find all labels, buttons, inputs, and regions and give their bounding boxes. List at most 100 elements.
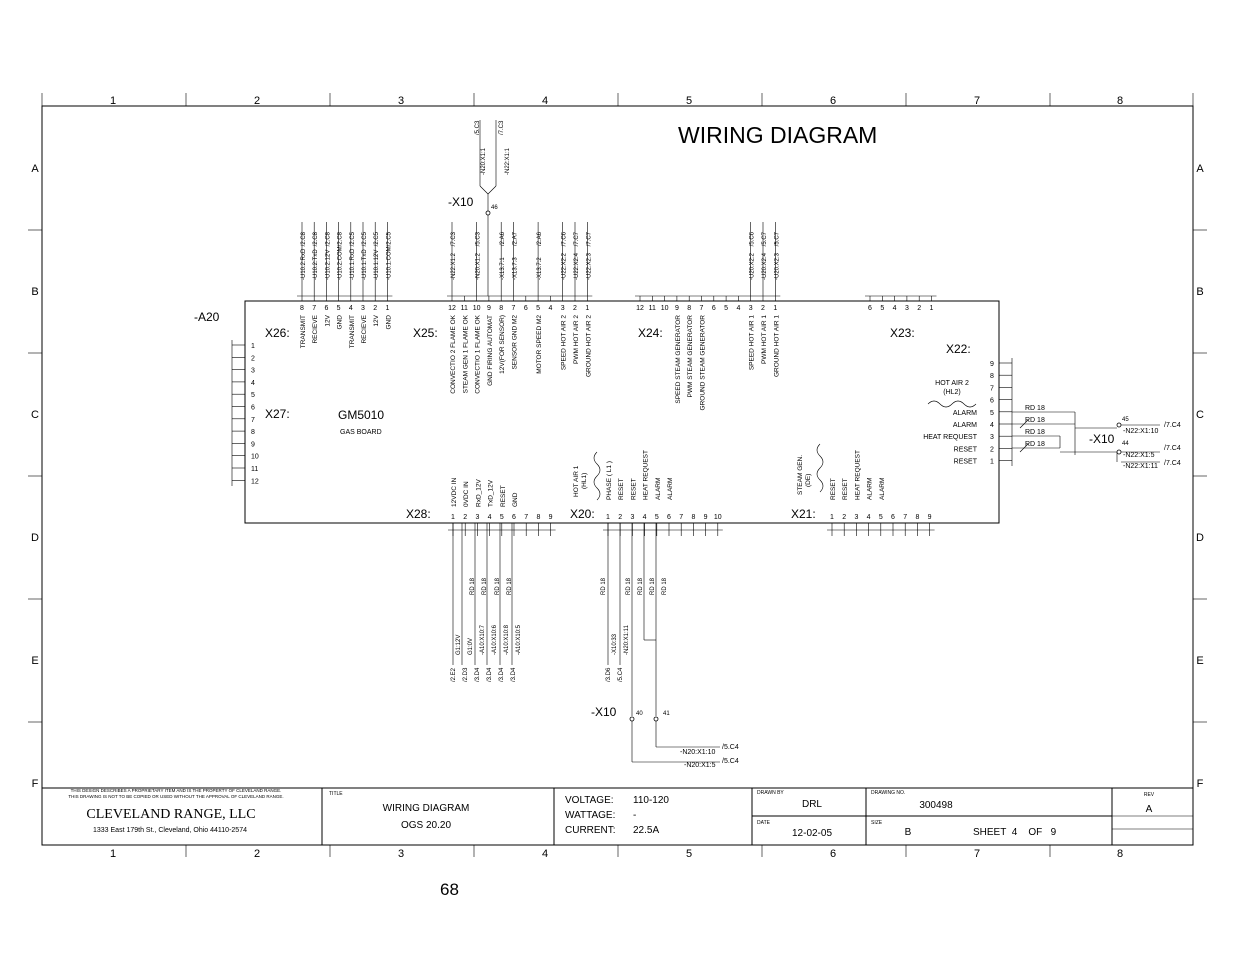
- pin-number: 8: [691, 514, 695, 521]
- terminal-number: 41: [663, 711, 670, 717]
- zone-ref: /5.C3: [476, 231, 482, 246]
- ref-label: -N22:X1:5: [1123, 452, 1155, 459]
- pin-number: 3: [251, 368, 255, 375]
- size-value: B: [905, 827, 912, 838]
- ref-label: -U10.2:TxD: [313, 249, 319, 280]
- signal-label: 12V: [324, 314, 331, 326]
- zone-ref: /3.D4: [487, 667, 493, 682]
- title-label: TITLE: [329, 791, 343, 797]
- pin-number: 12: [448, 305, 456, 312]
- ref-label: -A10:X10:7: [480, 624, 486, 655]
- connector-name: X22:: [946, 342, 971, 356]
- pin-number: 8: [300, 305, 304, 312]
- zone-row-label: E: [31, 655, 38, 667]
- terminal-number: 45: [1122, 417, 1129, 423]
- pin-number: 11: [251, 466, 258, 473]
- ref-label: -N20:X1:2: [476, 252, 482, 280]
- pin-number: 2: [373, 305, 377, 312]
- zone-row-label: F: [32, 778, 39, 790]
- signal-label: GND: [385, 315, 392, 330]
- ref-label: -U22:X2:4: [574, 252, 580, 280]
- date-label: DATE: [757, 820, 771, 826]
- pin-number: 2: [842, 514, 846, 521]
- wattage-label: WATTAGE:: [565, 810, 615, 821]
- zone-ref: /2.C8: [338, 231, 344, 246]
- zone-col-label: 8: [1117, 848, 1123, 860]
- pin-number: 8: [990, 373, 994, 380]
- ref-label: -N20:X1:11: [624, 624, 630, 655]
- signal-label: PHASE ( L1 ): [606, 461, 613, 500]
- wire-color: RD 18: [1025, 405, 1045, 412]
- signal-label: SPEED HOT AIR 1: [749, 315, 756, 371]
- ref-label: -U10.2:COM: [338, 246, 344, 280]
- pin-number: 6: [868, 305, 872, 312]
- zone-col-label: 1: [110, 95, 116, 107]
- connector-name: X23:: [890, 326, 915, 340]
- ref-label: -U10.1:TxD: [362, 249, 368, 280]
- signal-label: RESET: [630, 478, 637, 500]
- pin-number: 7: [251, 417, 255, 424]
- pin-number: 5: [879, 514, 883, 521]
- signal-label: RESET: [500, 485, 507, 507]
- signal-label: RESET: [954, 446, 978, 453]
- zone-ref: /7.C4: [1164, 460, 1181, 467]
- signal-label: MOTOR SPEED M2: [536, 315, 543, 374]
- terminal-label: -X10: [448, 195, 474, 209]
- zone-col-label: 2: [254, 848, 260, 860]
- zone-ref: /2.C8: [301, 231, 307, 246]
- signal-label: 12VDC IN: [451, 477, 458, 507]
- rev-label: REV: [1144, 792, 1155, 798]
- connector-x26: 8TRANSMIT7RECIEVE612V5GND4TRANSMIT3RECIE…: [265, 222, 393, 348]
- zone-col-label: 3: [398, 848, 404, 860]
- signal-label: STEAM GEN 1 FLAME OK: [462, 314, 469, 393]
- signal-label: GROUND STEAM GENERATOR: [700, 315, 707, 411]
- signal-label: HEAT REQUEST: [923, 434, 978, 441]
- signal-label: PWM STEAM GENERATOR: [687, 315, 694, 398]
- voltage-label: VOLTAGE:: [565, 795, 614, 806]
- zone-col-label: 2: [254, 95, 260, 107]
- group-label: (HL1): [581, 473, 588, 489]
- ref-label: -A10:X10:6: [492, 624, 498, 655]
- connector-name: X24:: [638, 326, 663, 340]
- pin-number: 9: [251, 441, 255, 448]
- terminal-label: -X10: [591, 705, 617, 719]
- pin-number: 3: [905, 305, 909, 312]
- ref-label: -U10.1:RxD: [350, 248, 356, 280]
- zone-ref: /2.A7: [513, 231, 519, 246]
- signal-label: ALARM: [953, 422, 977, 429]
- voltage-value: 110-120: [633, 795, 669, 806]
- pin-number: 7: [679, 514, 683, 521]
- zone-col-label: 7: [974, 95, 980, 107]
- connector-name: X26:: [265, 326, 290, 340]
- x28-wiring: RD 18 RD 18 RD 18 RD 18 G1:12V G1:0V -A1…: [451, 523, 522, 682]
- sheet-value: SHEET 4 OF 9: [973, 827, 1057, 838]
- pin-number: 4: [349, 305, 353, 312]
- zone-ref: /7.C4: [1164, 445, 1181, 452]
- signal-label: RESET: [618, 478, 625, 500]
- pin-number: 1: [773, 305, 777, 312]
- proprietary-notice: THIS DESIGN DESCRIBES A PROPRIETARY ITEM…: [71, 788, 282, 793]
- connector-name: X20:: [570, 507, 595, 521]
- signal-label: SPEED STEAM GENERATOR: [675, 315, 682, 404]
- zone-col-label: 4: [542, 848, 548, 860]
- pin-number: 1: [385, 305, 389, 312]
- rev-value: A: [1146, 804, 1153, 815]
- zone-ref: /2.C8: [325, 231, 331, 246]
- pin-number: 6: [512, 514, 516, 521]
- group-brace: [593, 451, 601, 501]
- pin-number: 1: [606, 514, 610, 521]
- drawing-subtitle: OGS 20.20: [401, 820, 451, 831]
- current-value: 22.5A: [633, 825, 659, 836]
- wire-color: RD 18: [495, 577, 501, 595]
- zone-ref: /2.C5: [374, 231, 380, 246]
- pin-number: 5: [655, 514, 659, 521]
- ref-label: -U20:X2:2: [750, 252, 756, 280]
- terminal-label: -X10: [1089, 432, 1115, 446]
- signal-label: ALARM: [655, 478, 662, 500]
- signal-label: 0VDC IN: [463, 481, 470, 507]
- pin-number: 12: [251, 478, 259, 485]
- proprietary-notice: THIS DRAWING IS NOT TO BE COPIED OR USED…: [68, 794, 283, 799]
- pin-number: 11: [461, 305, 468, 312]
